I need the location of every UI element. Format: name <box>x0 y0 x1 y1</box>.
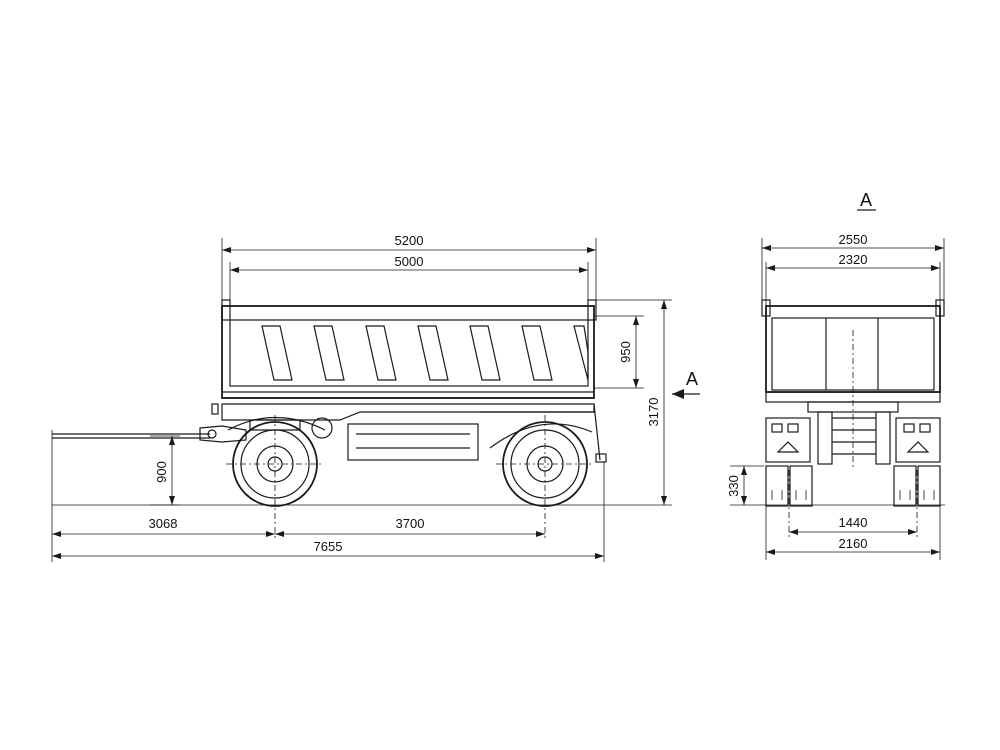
extension-lines <box>51 238 672 562</box>
rear-wheels-left <box>765 465 813 507</box>
side-ribs <box>261 325 589 381</box>
spare-wheel-holder <box>311 417 333 439</box>
body-inner-panel <box>229 319 589 387</box>
dim-1440: 1440 <box>839 515 868 530</box>
dim-950: 950 <box>618 341 633 363</box>
dim-2550: 2550 <box>839 232 868 247</box>
front-corner-post <box>221 299 231 321</box>
rear-light <box>595 453 607 463</box>
drawbar <box>52 403 247 443</box>
tipper-body <box>221 299 597 399</box>
rear-subframe <box>807 330 899 470</box>
rear-wheels-right <box>893 465 941 507</box>
rear-view: A <box>726 190 945 560</box>
tool-box <box>347 423 479 461</box>
rear-view-title: A <box>860 190 872 210</box>
dim-900: 900 <box>154 461 169 483</box>
rear-wheel <box>496 415 594 540</box>
dim-7655: 7655 <box>314 539 343 554</box>
dim-3068: 3068 <box>149 516 178 531</box>
rear-fender <box>489 423 593 449</box>
dim-3170: 3170 <box>646 398 661 427</box>
dim-2320: 2320 <box>839 252 868 267</box>
rear-extension-lines <box>730 238 945 560</box>
front-wheel <box>226 415 324 540</box>
side-view: 5200 5000 3068 3700 7655 900 950 3170 A <box>51 233 700 562</box>
dim-330: 330 <box>726 475 741 497</box>
front-fender <box>227 417 326 431</box>
view-marker-label: A <box>686 369 698 389</box>
dim-5000: 5000 <box>395 254 424 269</box>
dim-2160: 2160 <box>839 536 868 551</box>
rear-light-panels <box>765 417 941 463</box>
chassis-frame <box>221 403 607 463</box>
dim-5200: 5200 <box>395 233 424 248</box>
view-direction-marker: A <box>672 369 700 399</box>
dim-3700: 3700 <box>396 516 425 531</box>
